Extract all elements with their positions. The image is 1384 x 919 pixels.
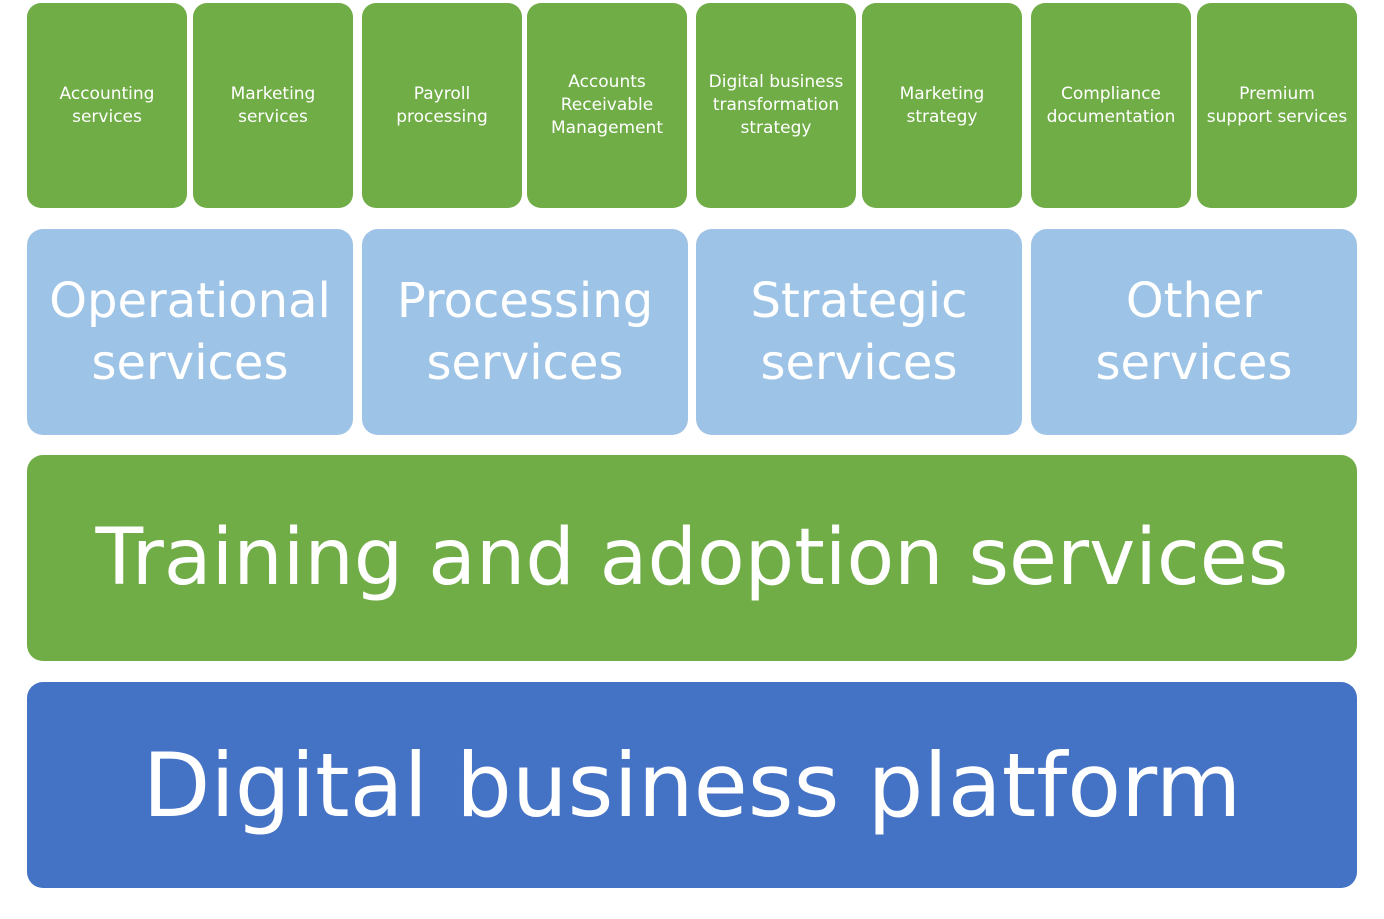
training-layer: Training and adoption services: [27, 455, 1357, 661]
platform-layer: Digital business platform: [27, 682, 1357, 888]
training-layer-label: Training and adoption services: [95, 513, 1289, 603]
platform-layer-label: Digital business platform: [142, 733, 1242, 837]
